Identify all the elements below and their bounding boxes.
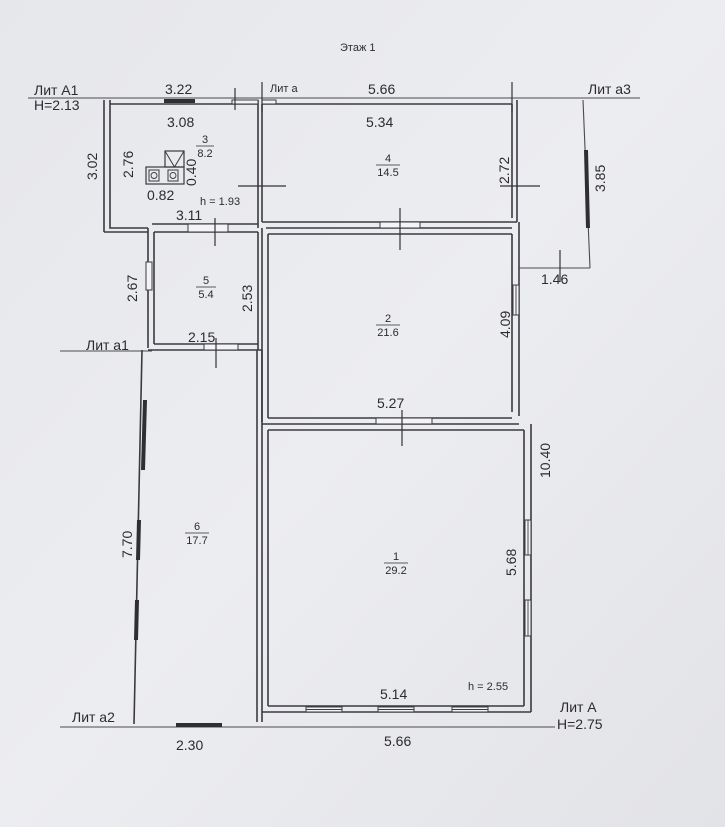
room-number: 5 (203, 275, 209, 287)
dim-room3-bottom: 3.11 (176, 207, 202, 223)
dim-room1-width: 5.14 (380, 686, 407, 702)
dim-room2-height: 4.09 (497, 311, 513, 338)
room-3-label: 3 8.2 (196, 134, 214, 160)
lit-a1-lower-label: Лит а1 (86, 337, 129, 353)
dim-room3-height: 2.76 (120, 151, 136, 178)
room-area: 21.6 (377, 327, 398, 339)
door-top-a (261, 99, 277, 105)
dim-bottom-230: 2.30 (176, 737, 203, 753)
dim-room5-left: 2.67 (124, 275, 140, 302)
lit-a3-label: Лит а3 (588, 81, 631, 97)
dim-room1-height: 5.68 (503, 549, 519, 576)
dim-room6-height: 7.70 (119, 531, 135, 558)
wall-room3-left (109, 100, 148, 229)
room-area: 29.2 (385, 565, 406, 577)
lit-a3-window (584, 149, 590, 229)
window-room6-upper (141, 399, 147, 471)
dim-a3-146: 1.46 (541, 271, 568, 287)
floor-title: Этаж 1 (340, 42, 375, 54)
door-room2-room1 (375, 417, 433, 425)
dim-bottom-566: 5.66 (384, 733, 411, 749)
dim-room4-height: 2.72 (496, 157, 512, 184)
room-6-label: 6 17.7 (185, 521, 209, 547)
dim-h-255: h = 2.55 (468, 681, 508, 693)
door-top (231, 99, 259, 105)
window-room6-mid (136, 519, 141, 561)
room-2-label: 2 21.6 (376, 313, 400, 339)
dim-room4-width: 5.34 (366, 114, 393, 130)
room-area: 17.7 (186, 535, 207, 547)
room-1-label: 1 29.2 (384, 551, 408, 577)
dim-room5-width: 2.15 (188, 329, 215, 345)
window-room5 (145, 261, 153, 291)
door-room5-room6 (203, 343, 239, 351)
dim-top-322: 3.22 (165, 81, 192, 97)
dim-a3-385: 3.85 (592, 165, 608, 192)
stove-icon (145, 150, 185, 185)
dim-stove-082: 0.82 (147, 187, 174, 203)
lit-a2-label: Лит а2 (72, 709, 115, 725)
room-5-label: 5 5.4 (196, 275, 216, 301)
room-area: 8.2 (197, 148, 212, 160)
lit-A-height: H=2.75 (557, 716, 603, 732)
dim-right-1040: 10.40 (537, 443, 553, 478)
dim-left-302: 3.02 (84, 153, 100, 180)
lit-a1-label: Лит А1 (34, 82, 79, 98)
dim-room5-height: 2.53 (239, 285, 255, 312)
room-area: 14.5 (377, 167, 398, 179)
room-4-label: 4 14.5 (376, 153, 400, 179)
room-number: 2 (385, 313, 391, 325)
room-number: 4 (385, 153, 391, 165)
lit-A-label: Лит А (560, 699, 597, 715)
door-room3-room5 (187, 223, 229, 233)
dim-room2-width: 5.27 (377, 395, 404, 411)
dim-top-566: 5.66 (368, 81, 395, 97)
room-number: 6 (194, 521, 200, 533)
window-room6-lower (134, 599, 139, 641)
dim-stove-040: 0.40 (183, 159, 199, 186)
lit-a-label: Лит а (270, 83, 298, 95)
room-number: 1 (393, 551, 399, 563)
dim-h-193: h = 1.93 (200, 196, 240, 208)
lit-a1-height: H=2.13 (34, 97, 80, 113)
room-number: 3 (202, 134, 208, 146)
room-area: 5.4 (198, 289, 213, 301)
dim-room3-width: 3.08 (167, 114, 194, 130)
